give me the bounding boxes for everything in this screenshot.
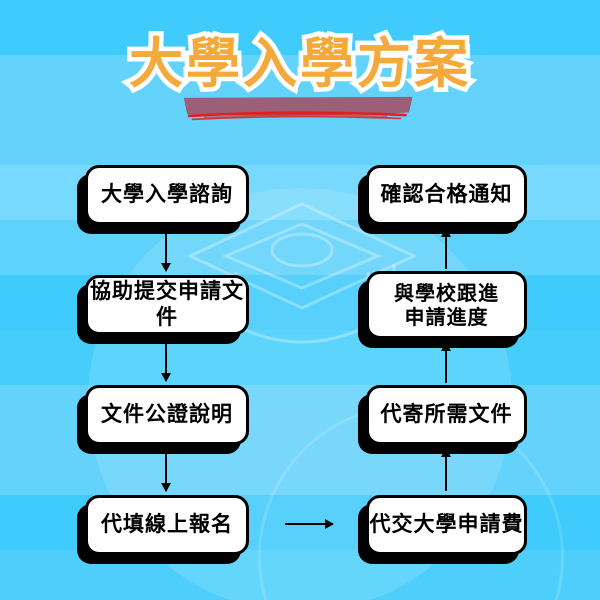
arrow-head-icon — [441, 448, 451, 457]
flow-node-mail-docs[interactable]: 代寄所需文件 — [366, 385, 527, 445]
flow-node-label: 代填線上報名 — [101, 512, 233, 537]
arrow-down-notarize-to-signup — [160, 449, 172, 492]
flow-node-online-signup[interactable]: 代填線上報名 — [85, 495, 249, 555]
arrow-shaft — [165, 449, 167, 491]
flow-node-label: 協助提交申請文件 — [90, 279, 244, 329]
arrow-shaft — [445, 229, 447, 269]
flow-node-label: 大學入學諮詢 — [101, 182, 233, 207]
arrow-head-icon — [161, 263, 171, 272]
arrow-up-followup-to-confirm — [440, 228, 452, 269]
arrow-head-icon — [161, 483, 171, 492]
arrow-head-icon — [325, 519, 334, 529]
flow-node-pay-fee[interactable]: 代交大學申請費 — [366, 495, 527, 555]
arrow-head-icon — [441, 228, 451, 237]
brush-underline — [183, 96, 413, 121]
flow-node-label: 代寄所需文件 — [380, 402, 513, 427]
flow-node-label-line1: 與學校跟進 — [394, 280, 499, 305]
arrow-head-icon — [441, 342, 451, 351]
background-band — [0, 330, 600, 385]
flow-node-submit-docs[interactable]: 協助提交申請文件 — [85, 275, 249, 335]
title-block: 大學入學方案 — [0, 29, 600, 140]
arrow-up-payfee-to-maildocs — [440, 448, 452, 491]
flow-node-label: 代交大學申請費 — [369, 512, 524, 537]
arrow-shaft — [165, 229, 167, 271]
page-title: 大學入學方案 — [125, 29, 473, 98]
flow-node-consult[interactable]: 大學入學諮詢 — [85, 165, 249, 225]
flow-node-notarize[interactable]: 文件公證說明 — [85, 385, 249, 445]
flow-node-follow-up[interactable]: 與學校跟進 申請進度 — [366, 271, 527, 339]
arrow-head-icon — [161, 373, 171, 382]
arrow-shaft — [445, 343, 447, 383]
arrow-shaft — [445, 449, 447, 491]
arrow-down-consult-to-submit — [160, 229, 172, 272]
arrow-right-signup-to-payfee — [285, 518, 334, 530]
flow-node-confirm-offer[interactable]: 確認合格通知 — [366, 165, 527, 225]
arrow-shaft — [285, 523, 333, 525]
arrow-down-submit-to-notarize — [160, 339, 172, 382]
background-band — [0, 0, 600, 55]
flow-node-label: 文件公證說明 — [101, 402, 233, 427]
flow-node-label: 確認合格通知 — [380, 182, 513, 207]
flow-node-label-line2: 申請進度 — [404, 305, 489, 329]
arrow-shaft — [165, 339, 167, 381]
background-band — [0, 550, 600, 600]
arrow-up-maildocs-to-followup — [440, 342, 452, 383]
background-band — [0, 220, 600, 275]
